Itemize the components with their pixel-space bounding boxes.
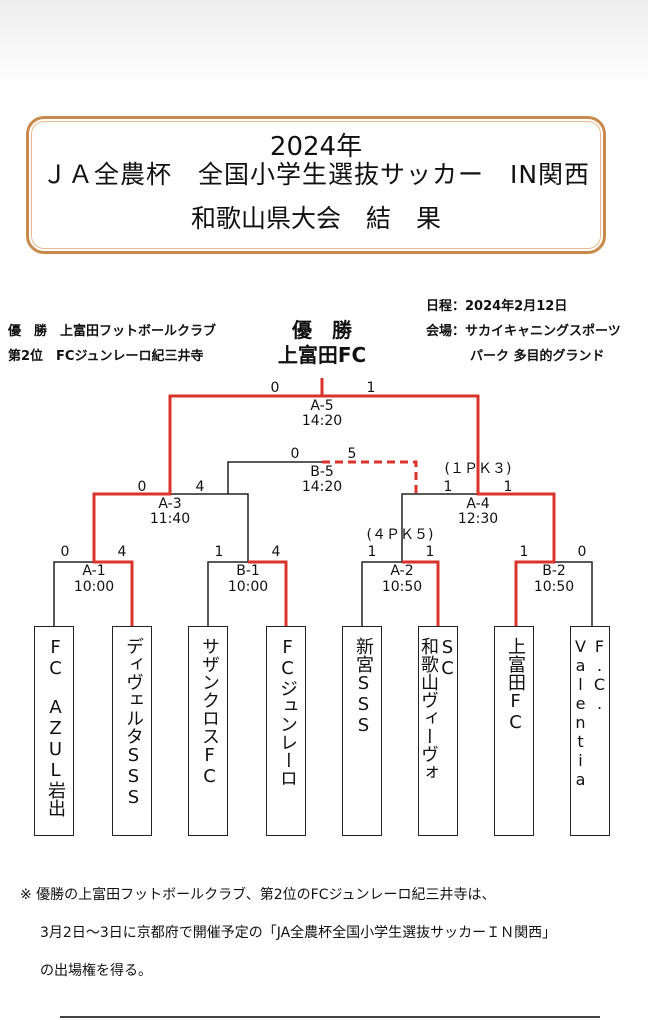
team-box-1: FC AZUL岩出 <box>34 626 74 836</box>
schedule-venue: 会場：サカイキャニングスポーツ <box>426 324 621 339</box>
footnote-line-3: の出場権を得る。 <box>40 963 152 979</box>
bracket-lines-black <box>53 461 593 626</box>
second-result: 第2位 FCジュンレーロ紀三井寺 <box>8 349 204 364</box>
a5-left-score: 0 <box>270 380 280 396</box>
b5-left-score: 0 <box>290 446 300 462</box>
winner-result: 優 勝 上富田フットボールクラブ <box>8 324 217 339</box>
a4-pk: (１ＰＫ３) <box>444 461 512 477</box>
team-name: FCジュンレーロ <box>277 637 298 787</box>
a1-match-time: 10:00 <box>73 579 115 595</box>
schedule-date: 日程：2024年2月12日 <box>426 299 568 314</box>
footnote-line-2: 3月2日〜3日に京都府で開催予定の「JA全農杯全国小学生選抜サッカーＩＮ関西」 <box>40 925 557 941</box>
team-box-7: 上富田FC <box>494 626 534 836</box>
team-name: ディヴェルタSSS <box>123 637 144 808</box>
top-fade <box>0 0 648 90</box>
team-box-5: 新宮SSS <box>342 626 382 836</box>
b2-match-name: B-2 <box>542 563 566 579</box>
a4-right-score: 1 <box>503 479 513 495</box>
a2-match-time: 10:50 <box>381 579 423 595</box>
title-year: 2024年 <box>269 132 363 162</box>
b2-right-score: 0 <box>577 544 587 560</box>
a3-right-score: 4 <box>195 479 205 495</box>
a2-match-name: A-2 <box>390 563 414 579</box>
team-name: FC AZUL岩出 <box>45 637 66 817</box>
a1-match-name: A-1 <box>82 563 106 579</box>
team-box-4: FCジュンレーロ <box>266 626 306 836</box>
a4-left-score: 1 <box>443 479 453 495</box>
a2-right-score: 1 <box>425 544 435 560</box>
a4-match-time: 12:30 <box>457 511 499 527</box>
b2-left-score: 1 <box>519 544 529 560</box>
a1-left-score: 0 <box>60 544 70 560</box>
team-name: 新宮SSS <box>353 637 374 736</box>
bottom-rule <box>60 1016 600 1018</box>
team-box-3: サザンクロスFC <box>188 626 228 836</box>
a4-match-name: A-4 <box>466 496 490 512</box>
team-name: サザンクロスFC <box>199 637 220 787</box>
b1-match-name: B-1 <box>236 563 260 579</box>
a2-left-score: 1 <box>367 544 377 560</box>
title-tournament: ＪＡ全農杯 全国小学生選抜サッカー IN関西 <box>41 160 591 189</box>
b1-match-time: 10:00 <box>227 579 269 595</box>
title-box: 2024年 ＪＡ全農杯 全国小学生選抜サッカー IN関西 和歌山県大会 結 果 <box>26 116 606 254</box>
team-name: 上富田FC <box>505 637 526 733</box>
b5-match-name: B-5 <box>310 464 334 480</box>
team-box-8: F.C. Valentia <box>570 626 610 836</box>
champion-team: 上富田FC <box>277 343 367 367</box>
a2-pk: (４ＰＫ５) <box>366 527 434 543</box>
footnote-line-1: ※ 優勝の上富田フットボールクラブ、第2位のFCジュンレーロ紀三井寺は、 <box>20 887 496 903</box>
schedule-venue-2: パーク 多目的グランド <box>470 349 605 364</box>
a1-right-score: 4 <box>117 544 127 560</box>
a5-right-score: 1 <box>366 380 376 396</box>
team-name: Valentia <box>571 637 590 789</box>
team-prefix: SC <box>438 637 457 679</box>
a3-match-name: A-3 <box>158 496 182 512</box>
a5-match-time: 14:20 <box>301 413 343 429</box>
team-prefix: F.C. <box>590 637 609 713</box>
b1-left-score: 1 <box>214 544 224 560</box>
team-box-2: ディヴェルタSSS <box>112 626 152 836</box>
b5-right-score: 5 <box>347 446 357 462</box>
title-subtitle: 和歌山県大会 結 果 <box>190 204 441 233</box>
champion-label: 優 勝 <box>292 318 352 342</box>
b1-right-score: 4 <box>271 544 281 560</box>
team-box-6: SC 和歌山ヴィーヴォ <box>418 626 458 836</box>
a3-match-time: 11:40 <box>149 511 191 527</box>
a3-left-score: 0 <box>137 479 147 495</box>
team-name: 和歌山ヴィーヴォ <box>419 637 438 781</box>
b2-match-time: 10:50 <box>533 579 575 595</box>
b5-match-time: 14:20 <box>301 479 343 495</box>
a5-match-name: A-5 <box>310 398 334 414</box>
bracket-lines-red <box>92 378 556 626</box>
